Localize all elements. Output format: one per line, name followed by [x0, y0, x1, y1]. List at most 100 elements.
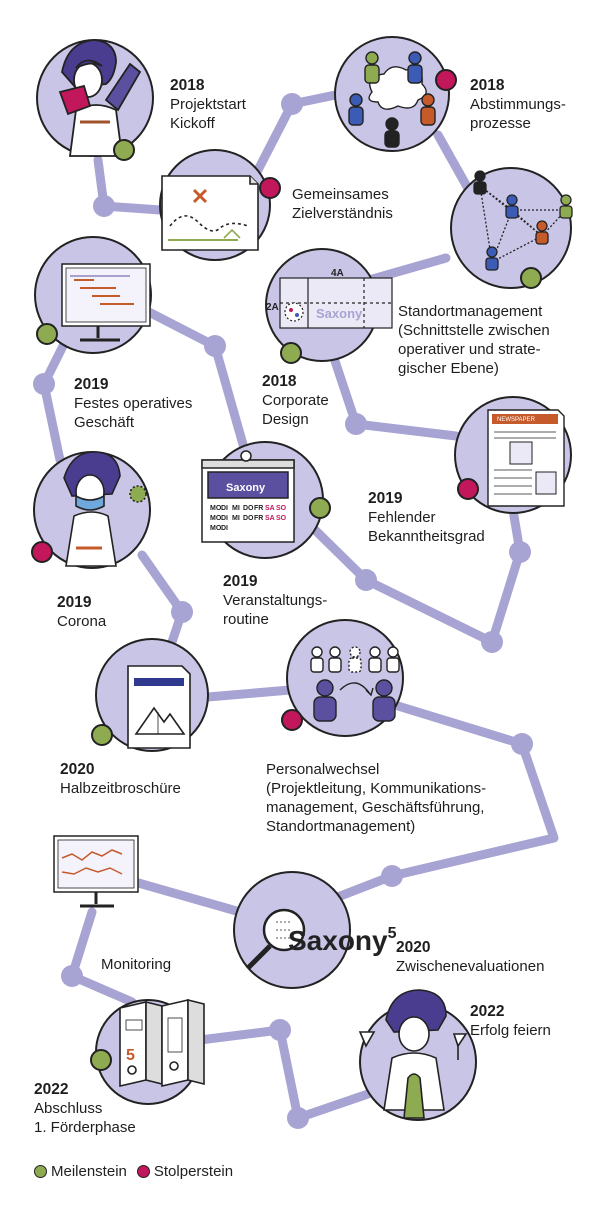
gantt-monitor-icon: [61, 263, 151, 342]
milestone-dot-icon: [90, 1049, 112, 1071]
calendar-day: MO: [210, 525, 222, 532]
event-text-line: routine: [223, 611, 269, 628]
event-text-line: Zwischenevaluationen: [396, 958, 545, 975]
event-year: 2018: [170, 77, 205, 94]
event-text-line: Personalwechsel: [266, 761, 380, 778]
path-node: [511, 733, 533, 755]
layout-grid-icon: [279, 277, 393, 329]
grid-left-label: 2A: [266, 302, 279, 313]
event-text-line: Abschluss: [34, 1100, 103, 1117]
event-year: 2018: [470, 77, 505, 94]
event-text-line: Design: [262, 411, 309, 428]
calendar-day: FR: [254, 515, 263, 522]
stumble-dot-icon: [457, 478, 479, 500]
milestone-dot-icon: [280, 342, 302, 364]
path-segment: [325, 701, 559, 905]
circle-standort: [450, 167, 572, 289]
event-year: 2020: [396, 939, 431, 956]
calendar-day: MI: [232, 515, 240, 522]
event-text-line: Halbzeitbroschüre: [60, 780, 181, 797]
event-year: 2022: [470, 1003, 505, 1020]
path-node: [33, 373, 55, 395]
calendar-day: SO: [276, 505, 287, 512]
event-year: 2022: [34, 1081, 69, 1098]
milestone-dot-icon: [520, 267, 542, 289]
calendar-day: DI: [221, 515, 228, 522]
path-segment: [433, 130, 475, 197]
event-year: 2020: [60, 761, 95, 778]
event-text-line: Gemeinsames: [292, 186, 389, 203]
event-text-line: Corona: [57, 613, 107, 630]
newspaper-label: NEWSPAPER: [497, 417, 536, 423]
path-segment: [123, 875, 245, 917]
legend-milestone: Meilenstein: [34, 1163, 127, 1180]
network-people-icon: [473, 170, 573, 271]
stumble-dot-icon: [435, 69, 457, 91]
calendar-day: SA: [265, 515, 275, 522]
event-text-line: management, Geschäftsführung,: [266, 799, 485, 816]
corporate-saxony-text: Saxony: [316, 306, 363, 321]
brochure-icon: [127, 665, 191, 749]
label-personal: Personalwechsel (Projektleitung, Kommunik…: [266, 760, 486, 836]
newspaper-icon: [487, 409, 565, 507]
calendar-day: MO: [210, 515, 222, 522]
path-node: [287, 1107, 309, 1129]
label-monitoring: Monitoring: [101, 955, 171, 974]
event-text-line: Standortmanagement: [398, 303, 543, 320]
legend: Meilenstein Stolperstein: [34, 1163, 243, 1180]
legend-stumble-label: Stolperstein: [153, 1163, 234, 1180]
treasure-map-icon: [161, 175, 259, 251]
event-year: 2019: [57, 594, 92, 611]
path-node: [281, 93, 303, 115]
path-node: [171, 601, 193, 623]
event-year: 2019: [368, 490, 403, 507]
label-standort: Standortmanagement(Schnittstelle zwische…: [398, 302, 550, 378]
event-text-line: Abstimmungs-: [470, 96, 566, 113]
calendar-saxony-text: Saxony: [226, 482, 266, 494]
calendar-day: SA: [265, 505, 275, 512]
milestone-dot-icon: [34, 1165, 47, 1178]
legend-stumble: Stolperstein: [136, 1163, 234, 1180]
event-text-line: Standortmanagement): [266, 818, 416, 835]
event-text-line: Kickoff: [170, 115, 215, 132]
celebrating-person-icon: [358, 989, 468, 1119]
event-text-line: Geschäft: [74, 414, 135, 431]
path-segment: [39, 335, 71, 465]
binder-number: 5: [126, 1047, 135, 1064]
calendar-icon: [201, 450, 295, 543]
event-text-line: Monitoring: [101, 956, 172, 973]
milestone-dot-icon: [113, 139, 135, 161]
event-year: 2019: [74, 376, 109, 393]
path-segment: [203, 685, 295, 702]
grid-top-label: 4A: [331, 268, 344, 279]
path-segment: [195, 1025, 373, 1123]
path-node: [61, 965, 83, 987]
masked-person-icon: [63, 451, 147, 567]
path-node: [269, 1019, 291, 1041]
path-node: [93, 195, 115, 217]
magnifier-icon: [246, 908, 306, 970]
stumble-dot-icon: [259, 177, 281, 199]
milestone-dot-icon: [309, 497, 331, 519]
event-text-line: Bekanntheitsgrad: [368, 528, 485, 545]
path-node: [345, 413, 367, 435]
stumble-dot-icon: [281, 709, 303, 731]
path-nodes: [33, 93, 533, 1129]
event-text-line: (Projektleitung, Kommunikations-: [266, 780, 487, 797]
path-node: [381, 865, 403, 887]
calendar-day: DI: [221, 525, 228, 532]
path-node: [509, 541, 531, 563]
event-year: 2019: [223, 573, 258, 590]
